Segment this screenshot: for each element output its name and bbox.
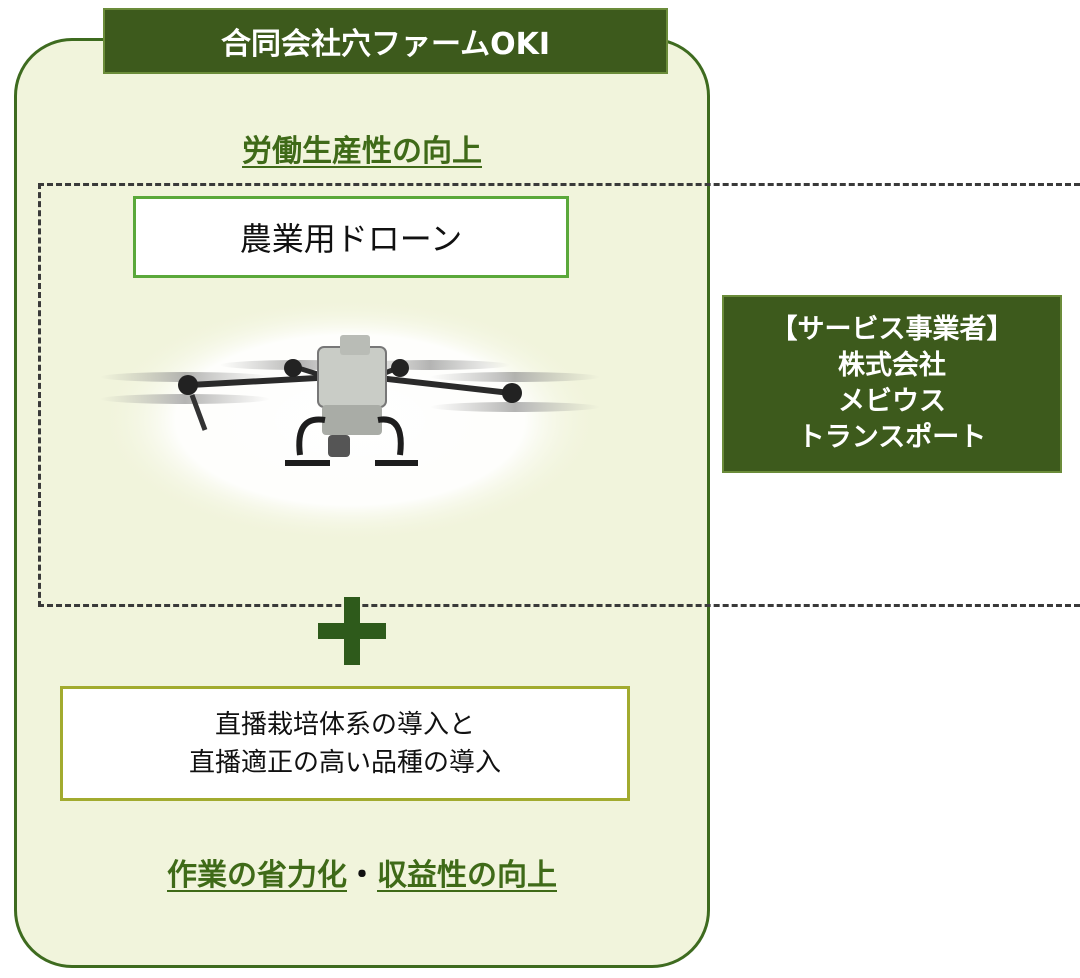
service-scope-dashed-left bbox=[38, 183, 41, 607]
farm-name: 合同会社穴ファームOKI bbox=[220, 27, 550, 62]
service-provider-line-4: トランスポート bbox=[797, 422, 987, 453]
heading-labor-productivity: 労働生産性の向上 bbox=[242, 134, 482, 169]
drone-label-box: 農業用ドローン bbox=[133, 196, 569, 278]
service-provider-line-2: 株式会社 bbox=[838, 350, 946, 381]
drone-image bbox=[100, 298, 600, 540]
heading-labor-saving-profitability: 作業の省力化・収益性の向上 bbox=[14, 850, 710, 894]
direct-seeding-line-2: 直播適正の高い品種の導入 bbox=[188, 747, 501, 778]
heading-labor-saving: 作業の省力化 bbox=[167, 858, 347, 893]
plus-icon bbox=[318, 597, 386, 665]
heading-profitability: 収益性の向上 bbox=[377, 858, 557, 893]
farm-name-header: 合同会社穴ファームOKI bbox=[103, 8, 668, 74]
service-provider-line-1: 【サービス事業者】 bbox=[770, 314, 1014, 345]
service-provider-line-3: メビウス bbox=[838, 386, 946, 417]
service-scope-dashed-top bbox=[38, 183, 1080, 186]
direct-seeding-box: 直播栽培体系の導入と 直播適正の高い品種の導入 bbox=[60, 686, 630, 801]
drone-label: 農業用ドローン bbox=[239, 220, 463, 258]
service-provider-box: 【サービス事業者】 株式会社 メビウス トランスポート bbox=[722, 295, 1062, 473]
heading-separator: ・ bbox=[347, 858, 377, 893]
service-scope-dashed-bottom bbox=[38, 604, 1080, 607]
direct-seeding-line-1: 直播栽培体系の導入と bbox=[214, 709, 475, 740]
